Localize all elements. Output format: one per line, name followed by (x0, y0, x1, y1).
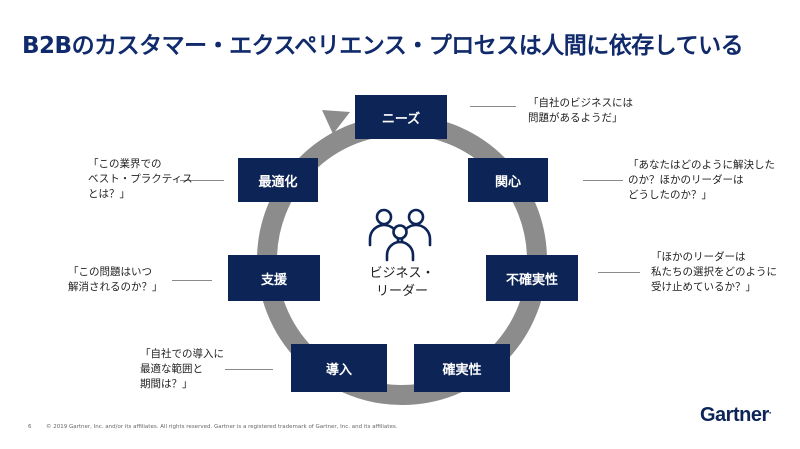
leader-line-needs (470, 106, 516, 107)
center-label: ビジネス・ リーダー (369, 266, 435, 299)
stage-uncertainty: 不確実性 (486, 255, 578, 301)
quote-support: 「この問題はいつ 解消されるのか？」 (68, 266, 163, 293)
quote-adoption: 「自社での導入に 最適な範囲と 期間は？」 (140, 348, 224, 390)
stage-adoption: 導入 (291, 344, 387, 392)
stage-needs: ニーズ (355, 95, 447, 139)
gartner-logo: Gartner. (700, 404, 772, 427)
people-group-icon (368, 208, 432, 262)
stage-certainty: 確実性 (414, 344, 510, 392)
leader-line-uncertainty (598, 272, 640, 273)
stage-interest: 関心 (468, 158, 548, 202)
logo-dot: . (768, 405, 772, 417)
leader-line-optimization (180, 180, 224, 181)
quote-needs: 「自社のビジネスには 問題があるようだ」 (528, 97, 633, 124)
quote-uncertainty: 「ほかのリーダーは 私たちの選択をどのように 受け止めているか？」 (651, 251, 777, 293)
leader-line-interest (583, 180, 623, 181)
copyright-notice: © 2019 Gartner, Inc. and/or its affiliat… (46, 424, 398, 430)
page-title: B2Bのカスタマー・エクスペリエンス・プロセスは人間に依存している (22, 33, 744, 59)
quote-optimization: 「この業界での ベスト・プラクティス とは？」 (88, 158, 193, 200)
page-number: 6 (28, 424, 32, 430)
cycle-arrowhead (322, 110, 350, 134)
quote-interest: 「あなたはどのように解決した のか？ほかのリーダーは どうしたのか？」 (628, 159, 775, 201)
stage-optimization: 最適化 (238, 158, 318, 202)
logo-text: Gartner (700, 404, 769, 426)
stage-support: 支援 (228, 255, 320, 301)
leader-line-support (172, 280, 212, 281)
leader-line-adoption (225, 369, 273, 370)
